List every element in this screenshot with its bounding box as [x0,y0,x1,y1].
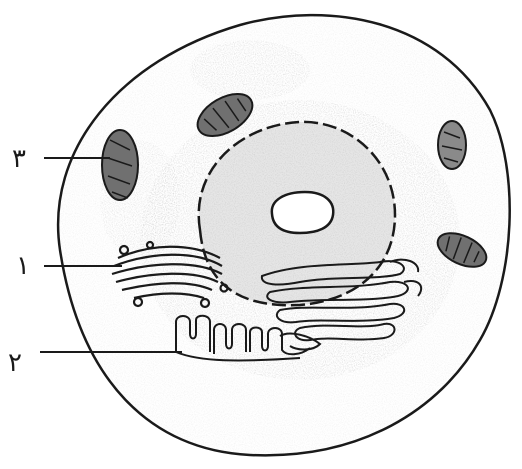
nucleolus [272,192,333,233]
label-1: ١ [16,253,30,279]
label-2: ٢ [8,350,22,376]
mitochondrion-right [438,121,466,169]
label-3: ٣ [12,146,26,172]
mitochondrion-left [102,130,138,200]
